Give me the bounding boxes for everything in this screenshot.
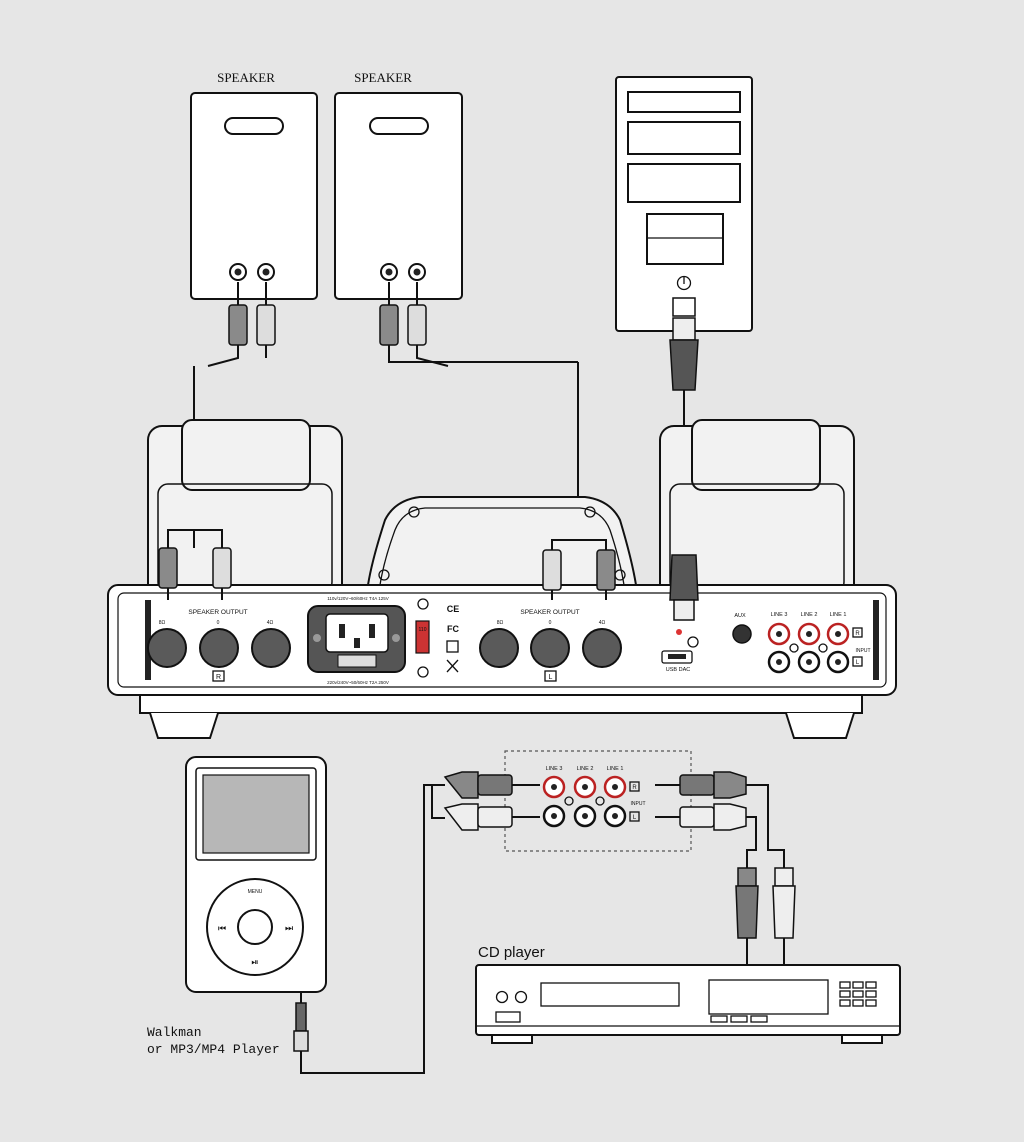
inset-left-plugs xyxy=(300,771,540,1074)
svg-text:8Ω: 8Ω xyxy=(497,620,504,626)
svg-text:LINE 2: LINE 2 xyxy=(801,612,818,618)
speaker-left: SPEAKER xyxy=(190,70,318,367)
svg-text:0: 0 xyxy=(549,620,552,626)
center-button[interactable] xyxy=(237,909,273,945)
cd-button-2[interactable] xyxy=(514,990,528,1004)
speaker-terminal-right-8ohm[interactable] xyxy=(479,628,519,668)
svg-text:R: R xyxy=(632,785,637,791)
cd-tray xyxy=(540,982,680,1007)
player-caption-line2: or MP3/MP4 Player xyxy=(147,1042,280,1057)
channel-right-badge: R xyxy=(216,674,221,681)
speaker-terminal-left-common[interactable] xyxy=(199,628,239,668)
aux-label: AUX xyxy=(734,613,746,619)
power-rating-top: 110v/120V~60/60Hz T4A 125V xyxy=(327,596,389,601)
usb-dac-label: USB DAC xyxy=(666,667,690,673)
speaker-right: SPEAKER xyxy=(334,70,578,367)
svg-text:INPUT: INPUT xyxy=(631,801,646,807)
svg-text:L: L xyxy=(856,660,860,666)
power-icon xyxy=(676,275,692,291)
inset-right-plugs xyxy=(655,771,785,868)
input-label: INPUT xyxy=(856,648,871,654)
speaker-output-label-right: SPEAKER OUTPUT xyxy=(520,609,579,616)
cd-rca-plugs xyxy=(735,867,796,965)
cd-button-1[interactable] xyxy=(495,990,509,1004)
cd-player-label: CD player xyxy=(478,944,545,961)
mini-jack-plug xyxy=(293,993,309,1052)
play-pause-icon: ⏯ xyxy=(251,957,258,967)
speaker-right-amp-plugs xyxy=(542,539,616,600)
menu-label: MENU xyxy=(248,889,263,895)
svg-text:LINE 3: LINE 3 xyxy=(546,766,563,772)
svg-text:4Ω: 4Ω xyxy=(267,620,274,626)
fc-mark: FC xyxy=(447,624,459,634)
svg-text:R: R xyxy=(855,631,860,637)
cd-power-button[interactable] xyxy=(495,1011,521,1023)
voltage-switch[interactable]: 110 xyxy=(415,620,430,654)
speaker-right-plugs xyxy=(379,282,578,367)
aux-jack[interactable] xyxy=(732,624,752,644)
usb-led xyxy=(676,629,682,635)
svg-text:LINE 1: LINE 1 xyxy=(607,766,624,772)
svg-text:8Ω: 8Ω xyxy=(159,620,166,626)
svg-text:LINE 3: LINE 3 xyxy=(771,612,788,618)
power-inlet[interactable] xyxy=(307,605,406,673)
svg-text:LINE 2: LINE 2 xyxy=(577,766,594,772)
svg-text:110: 110 xyxy=(419,627,427,633)
usb-icon xyxy=(661,650,693,664)
line-jacks[interactable] xyxy=(767,622,850,674)
input-panel-inset: LINE 3 LINE 2 LINE 1 R INPUT L xyxy=(504,750,692,852)
cd-keypad[interactable] xyxy=(839,981,877,1007)
speaker-output-label-left: SPEAKER OUTPUT xyxy=(188,609,247,616)
speaker-terminal-left-4ohm[interactable] xyxy=(251,628,291,668)
speaker-terminal-right-common[interactable] xyxy=(530,628,570,668)
cd-display xyxy=(708,979,829,1015)
svg-text:L: L xyxy=(633,815,637,821)
speaker-left-label: SPEAKER xyxy=(217,70,275,85)
player-caption-line1: Walkman xyxy=(147,1025,202,1040)
speaker-left-amp-plugs xyxy=(158,529,232,600)
ce-mark: CE xyxy=(447,604,460,614)
weee-icon xyxy=(446,640,459,673)
previous-icon: ⏮ xyxy=(218,923,226,933)
speaker-terminal-left-8ohm[interactable] xyxy=(147,628,187,668)
power-rating-bottom: 220v/240V~50/60Hz T2A 250V xyxy=(327,680,389,685)
tube-amplifier: SPEAKER OUTPUT 8Ω 0 4Ω R 110v/120V~60/60… xyxy=(107,419,897,739)
cd-player xyxy=(475,964,901,1044)
speaker-left-plugs xyxy=(207,282,276,367)
transformer-left xyxy=(147,419,343,607)
computer-tower xyxy=(615,76,753,332)
next-icon: ⏭ xyxy=(285,923,293,933)
svg-text:LINE 1: LINE 1 xyxy=(830,612,847,618)
ground-screw-top xyxy=(417,598,429,610)
channel-left-badge: L xyxy=(549,674,553,681)
svg-text:4Ω: 4Ω xyxy=(599,620,606,626)
speaker-terminal-right-4ohm[interactable] xyxy=(582,628,622,668)
speaker-right-label: SPEAKER xyxy=(354,70,412,85)
ground-screw-bottom xyxy=(417,666,429,678)
mp3-player: MENU ⏮ ⏭ ⏯ xyxy=(185,756,327,993)
usb-cable-bottom-plug xyxy=(669,554,699,621)
svg-text:0: 0 xyxy=(217,620,220,626)
